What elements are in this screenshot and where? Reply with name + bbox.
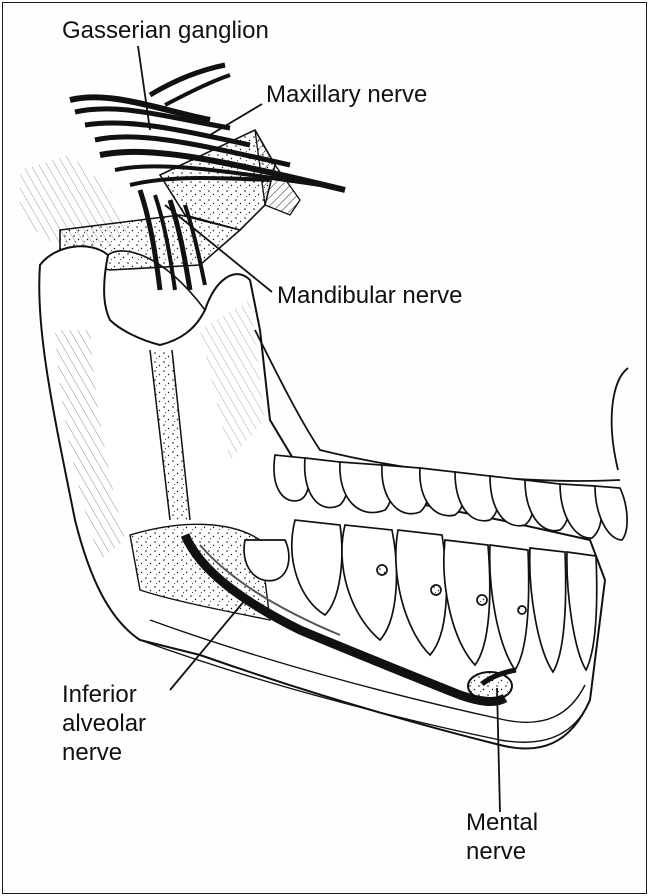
label-maxillary-nerve: Maxillary nerve [266,80,427,109]
label-gasserian-ganglion: Gasserian ganglion [62,16,269,45]
leader-gasserian [138,46,150,130]
label-mental-nerve: Mental nerve [466,808,538,866]
label-mandibular-nerve: Mandibular nerve [277,281,462,310]
label-inferior-alveolar-nerve: Inferior alveolar nerve [62,680,146,767]
